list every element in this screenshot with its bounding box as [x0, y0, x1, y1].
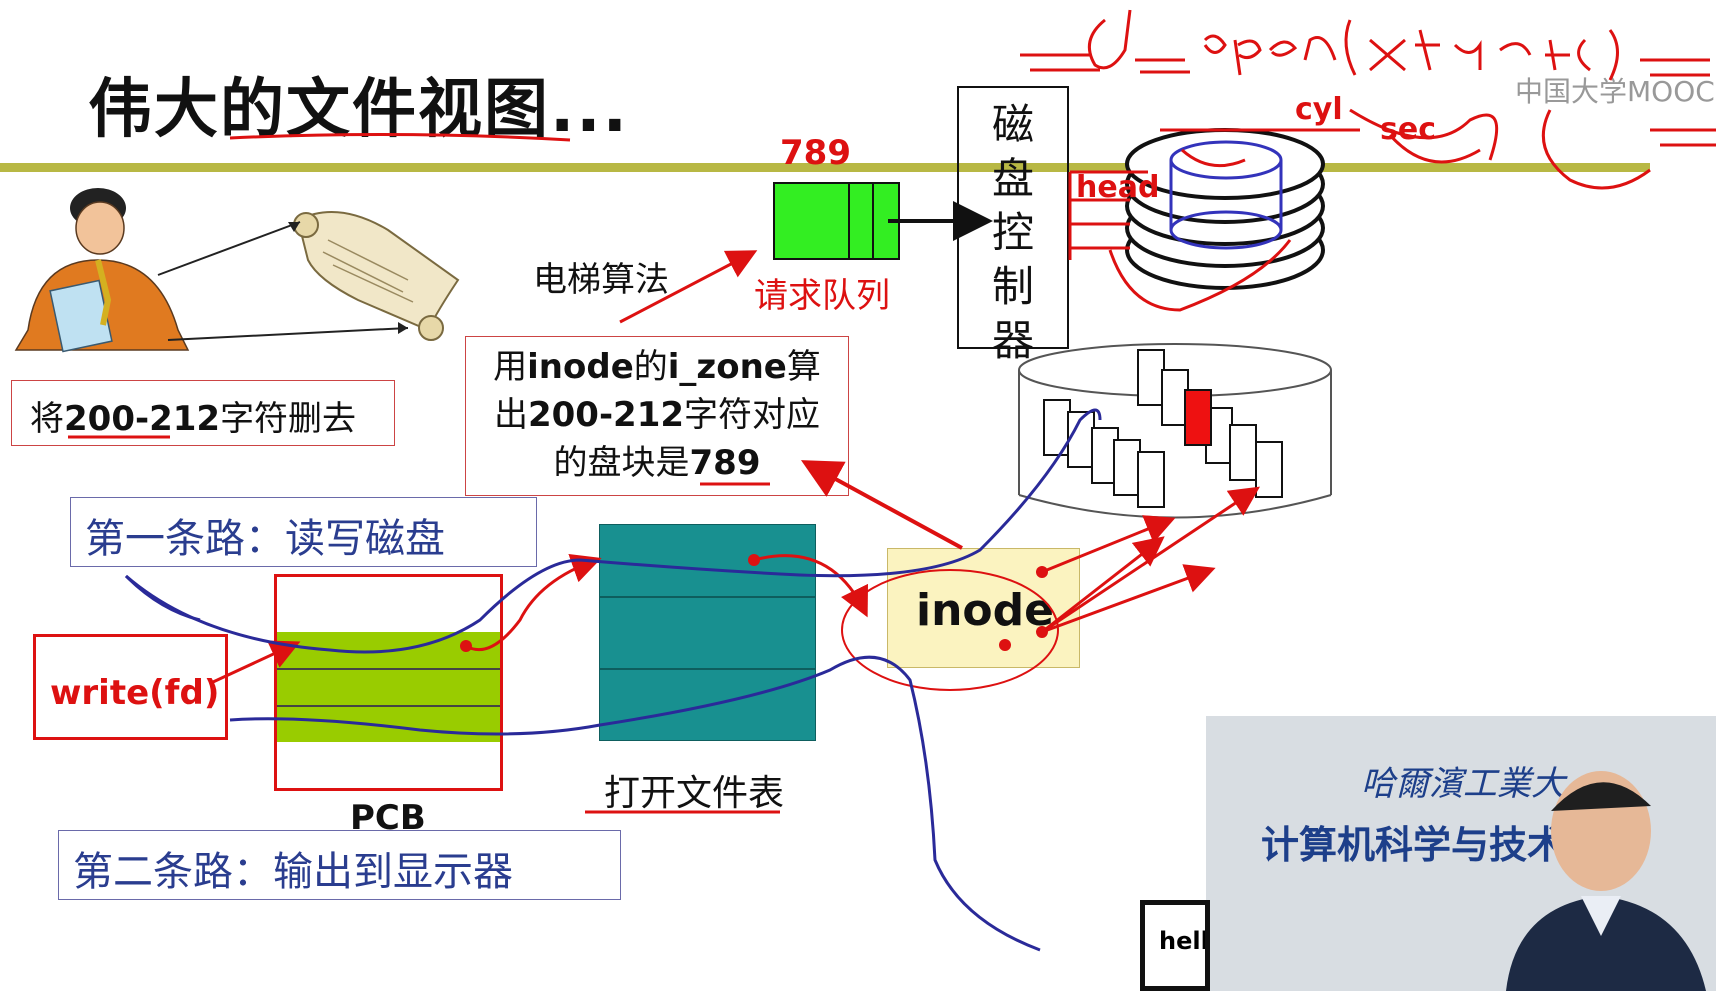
- t: i_zone: [667, 347, 787, 387]
- user-illustration: [14, 188, 460, 353]
- note-suffix: 字符删去: [220, 399, 357, 439]
- scroll-icon: [293, 211, 460, 341]
- delete-range-note: 将200-212字符删去: [11, 380, 395, 446]
- queue-divider: [872, 184, 874, 258]
- inode-note-line-3: 的盘块是789: [466, 439, 848, 487]
- banner-top: 哈爾濱工業大: [1361, 764, 1565, 804]
- lecturer-video-inset: 哈爾濱工業大 计算机科学与技术学院: [1206, 716, 1716, 991]
- inode-box: inode: [887, 548, 1080, 668]
- pcb-row-line: [276, 705, 501, 707]
- t: 出: [493, 395, 528, 435]
- disk-block-storage: [1018, 343, 1332, 519]
- road-one-label: 第一条路：读写磁盘: [70, 497, 537, 567]
- disk-head-label: head: [1076, 170, 1160, 205]
- road-two-text: 第二条路：输出到显示器: [73, 849, 513, 895]
- disk-controller-char: 器: [991, 316, 1034, 365]
- inode-zone-note: 用inode的i_zone算 出200-212字符对应 的盘块是789: [465, 336, 849, 496]
- disk-controller-char: 磁: [991, 100, 1034, 149]
- note-range: 200-212: [64, 399, 221, 439]
- pcb-label: PCB: [350, 798, 426, 838]
- pcb-row-line: [276, 668, 501, 670]
- note-prefix: 将: [30, 399, 64, 439]
- display-screen: hell: [1140, 900, 1210, 991]
- t: 200-212: [527, 395, 685, 435]
- request-queue-box: [773, 182, 900, 260]
- person-icon: [14, 188, 190, 353]
- open-file-table-label: 打开文件表: [604, 773, 785, 814]
- disk-cyl-label: cyl: [1295, 92, 1343, 127]
- inode-note-line-2: 出200-212字符对应: [466, 391, 848, 439]
- write-call-text: write(fd): [50, 673, 220, 713]
- t: 的: [633, 347, 668, 387]
- oft-row-line: [600, 668, 815, 670]
- handwritten-annotation: [1020, 9, 1716, 190]
- lecturer-avatar: [1506, 771, 1706, 991]
- disk-controller-char: 制: [991, 262, 1034, 311]
- t: 字符对应: [684, 395, 821, 435]
- t: 789: [689, 443, 761, 483]
- queue-divider: [848, 184, 850, 258]
- pcb-box: [274, 574, 503, 791]
- road-one-text: 第一条路：读写磁盘: [85, 516, 445, 562]
- write-call-box: write(fd): [33, 634, 228, 740]
- oft-row-line: [600, 596, 815, 598]
- t: 用: [493, 347, 528, 387]
- title-divider: [0, 163, 1650, 172]
- t: inode: [527, 347, 634, 387]
- block-number: 789: [780, 133, 851, 173]
- screen-text: hell: [1159, 927, 1209, 955]
- request-queue-label: 请求队列: [754, 276, 890, 316]
- watermark: 中国大学MOOC: [1515, 75, 1715, 108]
- t: 算: [786, 347, 821, 387]
- disk-platters: [1068, 128, 1325, 312]
- elevator-algorithm-label: 电梯算法: [533, 260, 669, 300]
- road-two-label: 第二条路：输出到显示器: [58, 830, 621, 900]
- inode-note-line-1: 用inode的i_zone算: [466, 343, 848, 391]
- disk-controller-char: 控: [991, 208, 1034, 257]
- inode-label: inode: [916, 585, 1054, 636]
- disk-controller-char: 盘: [991, 154, 1034, 203]
- t: 的盘块是: [553, 443, 690, 483]
